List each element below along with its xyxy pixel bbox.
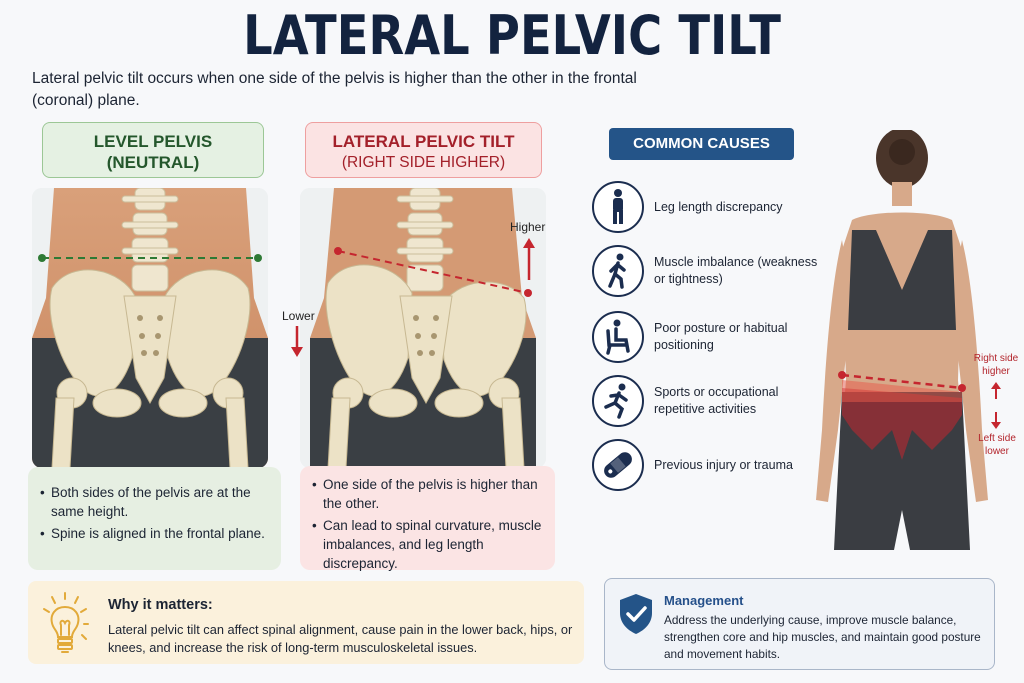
cause-item: Sports or occupational repetitive activi… [592,374,822,428]
lightbulb-icon [43,592,89,653]
tilt-pelvis-title: LATERAL PELVIC TILT [332,132,515,151]
arrow-down-icon [991,412,1001,429]
why-it-matters-text: Lateral pelvic tilt can affect spinal al… [108,622,573,655]
bandage-icon [592,439,644,491]
cause-item: Muscle imbalance (weakness or tightness) [592,244,822,298]
level-bullet: Both sides of the pelvis are at the same… [40,483,269,521]
standing-person-icon [592,181,644,233]
cause-item: Poor posture or habitual positioning [592,310,822,364]
arrow-down-icon [291,326,303,357]
management-title: Management [664,593,744,608]
tilt-pelvis-label: LATERAL PELVIC TILT (RIGHT SIDE HIGHER) [305,122,542,178]
walking-person-icon [592,245,644,297]
lower-label: Lower [282,309,315,323]
why-it-matters-title: Why it matters: [108,597,213,613]
cause-text: Previous injury or trauma [654,457,793,472]
cause-text: Muscle imbalance (weakness or tightness) [654,255,818,286]
person-back-photo [812,128,992,570]
left-side-lower-label: Left side lower [978,433,1016,457]
cause-text: Sports or occupational repetitive activi… [654,385,779,416]
tilt-bullet: One side of the pelvis is higher than th… [312,475,543,513]
level-pelvis-subtitle: (NEUTRAL) [106,153,200,172]
arrow-up-icon [991,382,1001,399]
common-causes-header: COMMON CAUSES [609,128,794,160]
level-pelvis-info: Both sides of the pelvis are at the same… [28,467,281,570]
level-bullet: Spine is aligned in the frontal plane. [40,524,269,543]
management-text: Address the underlying cause, improve mu… [664,613,981,661]
cause-item: Leg length discrepancy [592,180,822,234]
arrow-up-icon [523,238,535,280]
right-side-higher-label: Right side higher [973,353,1019,377]
why-it-matters-box: Why it matters: Lateral pelvic tilt can … [28,581,584,664]
level-pelvis-label: LEVEL PELVIS (NEUTRAL) [42,122,264,178]
level-pelvis-title: LEVEL PELVIS [93,132,213,151]
tilt-pelvis-info: One side of the pelvis is higher than th… [300,466,555,573]
tilted-pelvis-illustration [300,188,546,468]
page-title: LATERAL PELVIC TILT [243,4,781,67]
management-box: Management Address the underlying cause,… [604,578,995,670]
tilt-pelvis-subtitle: (RIGHT SIDE HIGHER) [341,154,506,171]
higher-label: Higher [510,220,546,234]
page-subtitle: Lateral pelvic tilt occurs when one side… [32,70,637,109]
level-pelvis-illustration [32,188,268,468]
running-person-icon [592,375,644,427]
tilt-bullet: Can lead to spinal curvature, muscle imb… [312,516,543,573]
cause-item: Previous injury or trauma [592,438,822,492]
seated-person-icon [592,311,644,363]
shield-check-icon [620,594,652,634]
cause-text: Poor posture or habitual positioning [654,321,788,352]
cause-text: Leg length discrepancy [654,199,783,214]
